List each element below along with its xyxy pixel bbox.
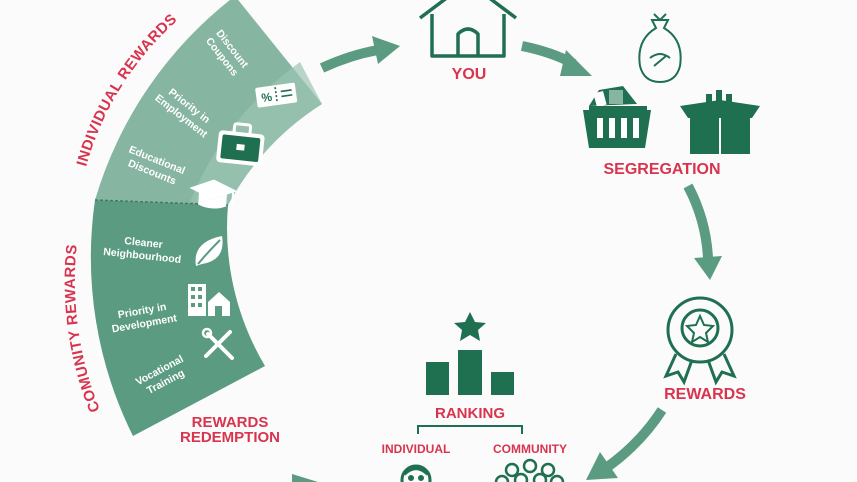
reward-fan: Discount Coupons Priority in Employment … xyxy=(62,0,322,436)
arrow-to-redemption xyxy=(292,474,318,482)
person-icon xyxy=(400,464,432,482)
star-icon xyxy=(454,312,486,341)
segregation-label: SEGREGATION xyxy=(603,161,720,178)
waste-bag-icon xyxy=(638,13,682,84)
graduation-cap-icon xyxy=(189,179,238,209)
rewards-redemption-line1: REWARDS xyxy=(192,414,269,431)
coupon-icon: % xyxy=(255,82,298,108)
recycle-basket-icon xyxy=(583,86,651,148)
ranking-bracket xyxy=(417,425,523,434)
individual-rewards-band xyxy=(95,0,322,205)
community-label: COMMUNITY xyxy=(493,442,567,456)
rewards-label: REWARDS xyxy=(664,386,746,403)
ranking-label: RANKING xyxy=(435,405,505,422)
svg-text:%: % xyxy=(261,90,274,105)
leaf-icon xyxy=(195,236,223,266)
ranking-podium-icon xyxy=(426,312,514,395)
buildings-icon xyxy=(188,284,230,316)
house-icon xyxy=(418,0,518,58)
rewards-redemption-line2: REDEMPTION xyxy=(180,429,280,446)
cycle-arrows xyxy=(292,36,722,482)
community-rewards-band xyxy=(90,200,266,436)
bottle-box-icon xyxy=(680,90,760,154)
reward-item-line1: Cleaner xyxy=(124,235,164,251)
arrow-to-segregation xyxy=(521,41,592,76)
arrow-to-you xyxy=(319,36,400,73)
you-label: YOU xyxy=(452,66,487,83)
individual-label: INDIVIDUAL xyxy=(382,442,451,456)
group-icon xyxy=(494,458,565,482)
arrow-to-ranking xyxy=(586,407,667,480)
arrow-to-rewards xyxy=(683,183,722,280)
tools-icon xyxy=(201,327,234,360)
briefcase-icon xyxy=(216,122,265,167)
award-badge-icon xyxy=(663,296,737,386)
